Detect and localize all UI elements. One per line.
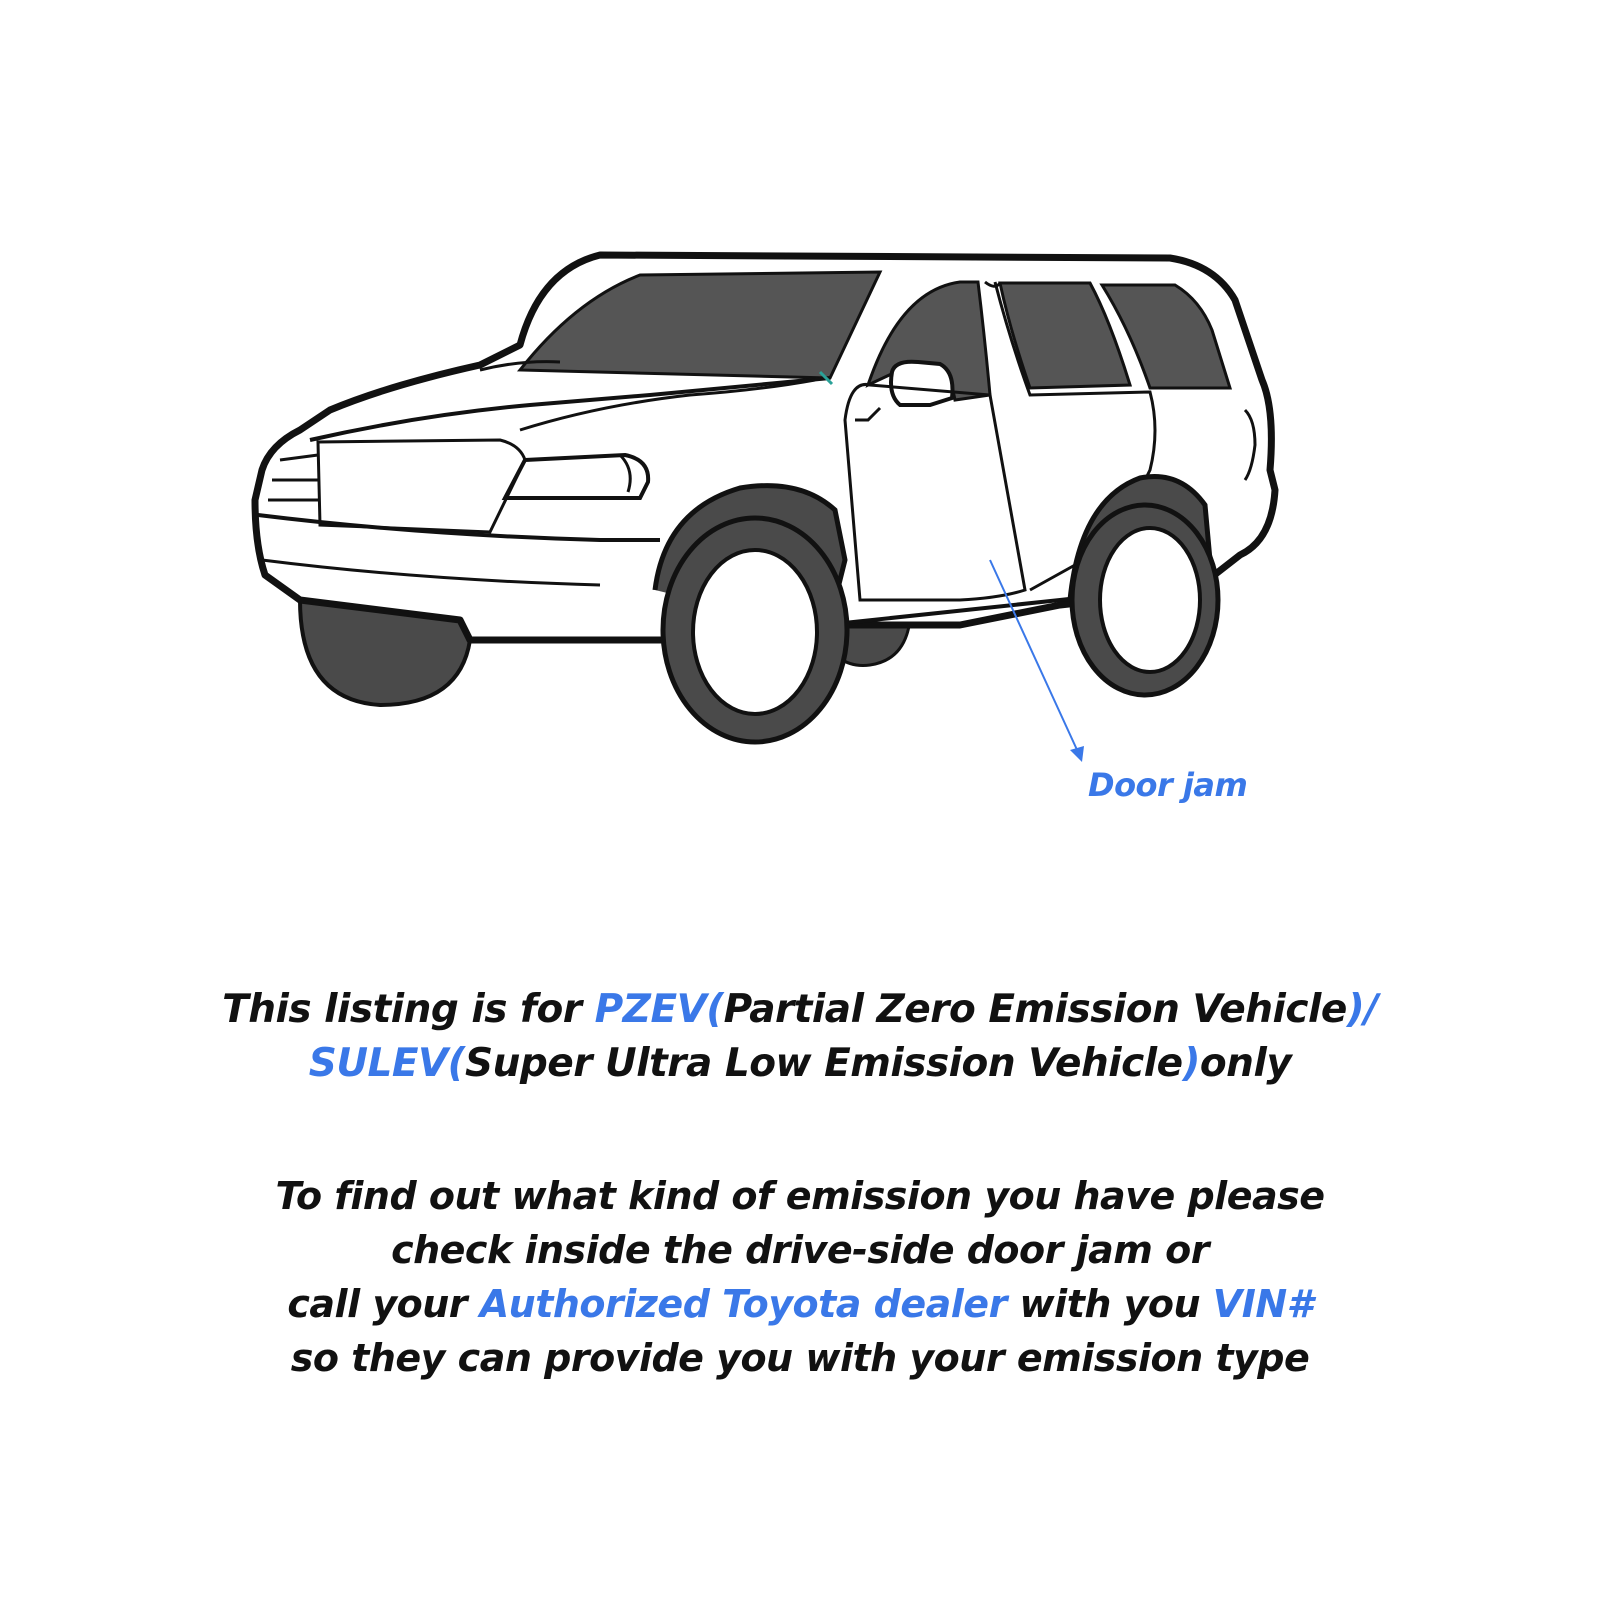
door-jam-label: Door jam <box>1088 766 1248 804</box>
instructions-text: with you <box>1006 1282 1213 1326</box>
notice-highlight: SULEV( <box>308 1041 466 1086</box>
instructions-line-2: check inside the drive-side door jam or <box>391 1228 1209 1272</box>
headlight <box>501 452 651 500</box>
notice-highlight: ) <box>1182 1041 1201 1086</box>
notice-line-2: SULEV(Super Ultra Low Emission Vehicle)o… <box>0 1037 1600 1091</box>
emission-instructions: To find out what kind of emission you ha… <box>0 1169 1600 1385</box>
instructions-line-4: so they can provide you with your emissi… <box>290 1336 1310 1380</box>
dealer-highlight: Authorized Toyota dealer <box>479 1282 1008 1326</box>
side-mirror <box>889 359 955 407</box>
front-bumper <box>257 513 660 542</box>
instructions-line-1: To find out what kind of emission you ha… <box>275 1174 1326 1218</box>
notice-text: Super Ultra Low Emission Vehicle <box>465 1041 1183 1086</box>
windshield <box>516 270 883 380</box>
instructions-text: call your <box>287 1282 480 1326</box>
notice-highlight: )/ <box>1346 987 1379 1032</box>
front-left-tire <box>297 598 472 708</box>
grille <box>316 438 527 534</box>
callout-arrow <box>989 559 1084 762</box>
notice-line-1: This listing is for PZEV(Partial Zero Em… <box>0 983 1600 1037</box>
notice-highlight: PZEV( <box>594 987 725 1032</box>
notice-text: This listing is for <box>222 987 595 1032</box>
instructions-line-3: call your Authorized Toyota dealer with … <box>0 1277 1600 1331</box>
front-right-tire <box>660 515 850 745</box>
cargo-window <box>1099 283 1233 390</box>
vin-highlight: VIN# <box>1212 1282 1313 1326</box>
notice-text: only <box>1199 1041 1292 1086</box>
notice-text: Partial Zero Emission Vehicle <box>723 987 1348 1032</box>
listing-notice: This listing is for PZEV(Partial Zero Em… <box>0 983 1600 1091</box>
rear-door-window <box>998 281 1133 390</box>
vehicle-illustration <box>251 251 1279 762</box>
rear-right-tire <box>1069 502 1221 698</box>
front-door <box>843 382 1027 602</box>
